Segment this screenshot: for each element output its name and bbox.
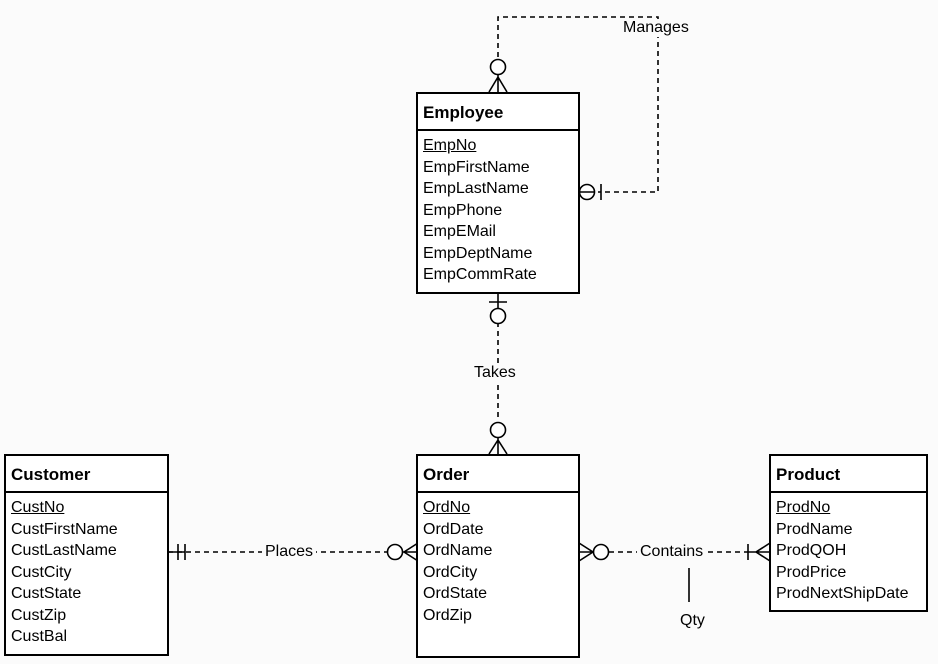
employee-attribute: EmpPhone	[423, 201, 503, 219]
customer-attribute: CustBal	[11, 628, 68, 645]
takes-label: Takes	[471, 364, 519, 382]
order-attribute: OrdDate	[423, 520, 484, 538]
places-label: Places	[262, 543, 317, 561]
employee-attribute-primary-key: EmpNo	[423, 137, 477, 154]
manages-label: Manages	[620, 19, 692, 37]
manages-connector	[488, 16, 659, 201]
order-entity-title: Order	[418, 456, 578, 493]
employee-attribute: EmpFirstName	[423, 158, 530, 176]
customer-attribute: CustFirstName	[11, 520, 118, 538]
order-attribute-primary-key: OrdNo	[423, 499, 471, 516]
customer-attribute: CustState	[11, 585, 82, 602]
product-attribute: ProdNextShipDate	[776, 585, 909, 602]
employee-attribute: EmpDeptName	[423, 244, 533, 262]
product-attribute: ProdName	[776, 520, 853, 538]
customer-attribute-primary-key: CustNo	[11, 499, 65, 516]
product-attribute: ProdPrice	[776, 563, 847, 581]
qty-attribute-label: Qty	[677, 612, 708, 630]
contains-label: Contains	[637, 543, 707, 561]
order-attribute: OrdCity	[423, 563, 478, 581]
order-attribute: OrdState	[423, 585, 488, 602]
customer-attribute: CustLastName	[11, 542, 117, 559]
contains-connector	[578, 542, 771, 602]
employee-entity-title: Employee	[418, 94, 578, 131]
takes-connector	[488, 293, 508, 455]
order-attribute: OrdZip	[423, 606, 472, 624]
employee-attribute: EmpLastName	[423, 180, 529, 197]
order-attribute: OrdName	[423, 542, 493, 559]
product-attribute-primary-key: ProdNo	[776, 499, 831, 516]
customer-entity-title: Customer	[6, 456, 167, 493]
product-entity-title: Product	[771, 456, 926, 493]
product-attribute: ProdQOH	[776, 542, 847, 559]
employee-attribute: EmpEMail	[423, 223, 496, 240]
employee-attribute: EmpCommRate	[423, 266, 537, 283]
customer-attribute: CustCity	[11, 563, 72, 581]
customer-attribute: CustZip	[11, 606, 67, 624]
